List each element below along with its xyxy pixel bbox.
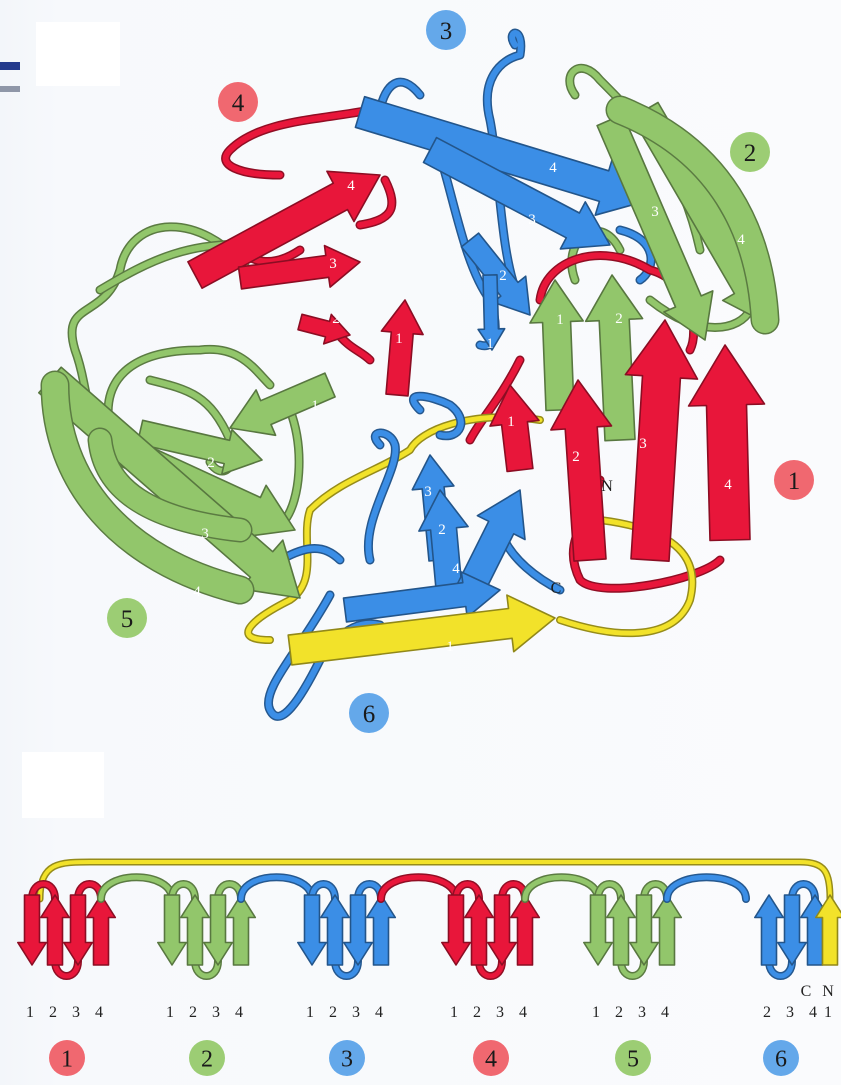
strand-label-blade3-2: 2 <box>499 268 507 284</box>
topology-strand-2-2 <box>181 895 210 965</box>
topology-terminus-c: C <box>801 983 812 1000</box>
topology-strand-5-1 <box>584 895 613 965</box>
topology-strand-number-1-3: 3 <box>72 1004 80 1021</box>
topology-strand-number-2-1: 1 <box>166 1004 174 1021</box>
strand-label-blade1-1: 1 <box>507 414 515 430</box>
topology-strand-number-2-2: 2 <box>189 1004 197 1021</box>
topology-circle-6-text: 6 <box>775 1046 787 1072</box>
strand-label-blade6-3: 3 <box>424 484 432 500</box>
topology-strand-5-4 <box>653 895 682 965</box>
topology-strand-4-1 <box>442 895 471 965</box>
topology-strand-6-2 <box>755 895 784 965</box>
blade5-strand-1 <box>230 373 335 435</box>
topology-strand-number-4-3: 3 <box>496 1004 504 1021</box>
strand-label-blade2-3: 3 <box>651 204 659 220</box>
blade-circle-1-text: 1 <box>788 468 801 495</box>
strand-label-blade5-3: 3 <box>201 526 209 542</box>
strand-label-blade4-2: 2 <box>332 311 340 327</box>
strand-label-blade1-3: 3 <box>639 436 647 452</box>
topology-strand-3-2 <box>321 895 350 965</box>
topology-strand-number-5-2: 2 <box>615 1004 623 1021</box>
topology-strand-number-3-3: 3 <box>352 1004 360 1021</box>
topology-circle-1-text: 1 <box>61 1046 73 1072</box>
topology-strand-number-4-2: 2 <box>473 1004 481 1021</box>
ribbon-terminus-c: C <box>551 580 562 597</box>
topology-strand-number-1-1: 1 <box>26 1004 34 1021</box>
topology-strand-number-6-4: 4 <box>809 1004 817 1021</box>
topology-strand-number-3-1: 1 <box>306 1004 314 1021</box>
strand-label-blade6-2: 2 <box>438 522 446 538</box>
strand-label-blade2-1: 1 <box>556 312 564 328</box>
strand-label-blade1-4: 4 <box>724 477 732 493</box>
blade1-strand-3 <box>625 320 697 561</box>
topology-strand-number-2-4: 4 <box>235 1004 243 1021</box>
strand-label-blade5-2: 2 <box>207 455 215 471</box>
topology-terminus-n: N <box>822 983 834 1000</box>
ribbon-structure <box>18 33 841 976</box>
topology-strand-3-1 <box>298 895 327 965</box>
topology-strand-number-5-4: 4 <box>661 1004 669 1021</box>
topology-strand-2-4 <box>227 895 256 965</box>
topology-strand-number-nterm: 1 <box>824 1004 832 1021</box>
topology-strand-3-4 <box>367 895 396 965</box>
topology-circle-3-text: 3 <box>341 1046 353 1072</box>
blade4-strand-1 <box>381 300 423 396</box>
strand-label-blade6-4: 4 <box>452 561 460 577</box>
blade-circle-6-text: 6 <box>363 701 376 728</box>
topology-strand-number-4-1: 1 <box>450 1004 458 1021</box>
blade-circle-4-text: 4 <box>232 90 245 117</box>
topology-strand-5-3 <box>630 895 659 965</box>
blade-circle-2-text: 2 <box>744 140 757 167</box>
topology-strand-number-5-3: 3 <box>638 1004 646 1021</box>
topology-strand-number-3-2: 2 <box>329 1004 337 1021</box>
strand-label-blade5-1: 1 <box>311 398 319 414</box>
topology-strand-5-2 <box>607 895 636 965</box>
topology-strand-6-3 <box>778 895 807 965</box>
strand-label-blade4-1: 1 <box>395 331 403 347</box>
topology-strand-3-3 <box>344 895 373 965</box>
strand-label-blade2-2: 2 <box>615 311 623 327</box>
topology-strand-1-2 <box>41 895 70 965</box>
topology-strand-number-2-3: 3 <box>212 1004 220 1021</box>
topology-strand-number-1-2: 2 <box>49 1004 57 1021</box>
topology-strand-4-3 <box>488 895 517 965</box>
topology-strand-number-1-4: 4 <box>95 1004 103 1021</box>
ribbon-terminus-n: N <box>601 478 613 495</box>
topology-strand-number-4-4: 4 <box>519 1004 527 1021</box>
strand-label-blade4-3: 3 <box>329 256 337 272</box>
topology-strand-1-1 <box>18 895 47 965</box>
topology-strand-2-1 <box>158 895 187 965</box>
topology-strand-1-3 <box>64 895 93 965</box>
topology-circle-4-text: 4 <box>485 1046 497 1072</box>
topology-strand-1-4 <box>87 895 116 965</box>
topology-strand-number-6-3: 3 <box>786 1004 794 1021</box>
topology-strand-number-3-4: 4 <box>375 1004 383 1021</box>
topology-circle-2-text: 2 <box>201 1046 213 1072</box>
strand-label-blade7-1: 1 <box>446 639 454 655</box>
strand-label-blade5-4: 4 <box>193 584 201 600</box>
topology-strand-number-5-1: 1 <box>592 1004 600 1021</box>
blade-circle-5-text: 5 <box>121 606 134 633</box>
topology-strand-number-6-2: 2 <box>763 1004 771 1021</box>
topology-strand-2-3 <box>204 895 233 965</box>
strand-label-blade1-2: 2 <box>572 449 580 465</box>
blade1-strand-4 <box>689 345 765 541</box>
topology-circle-5-text: 5 <box>627 1046 639 1072</box>
strand-label-blade2-4: 4 <box>737 232 745 248</box>
strand-label-blade3-1: 1 <box>486 336 494 352</box>
strand-label-blade4-4: 4 <box>347 178 355 194</box>
blade-circle-3-text: 3 <box>440 18 453 45</box>
topology-strand-4-4 <box>511 895 540 965</box>
topology-strand-4-2 <box>465 895 494 965</box>
strand-label-blade3-3: 3 <box>528 212 536 228</box>
strand-label-blade3-4: 4 <box>549 160 557 176</box>
